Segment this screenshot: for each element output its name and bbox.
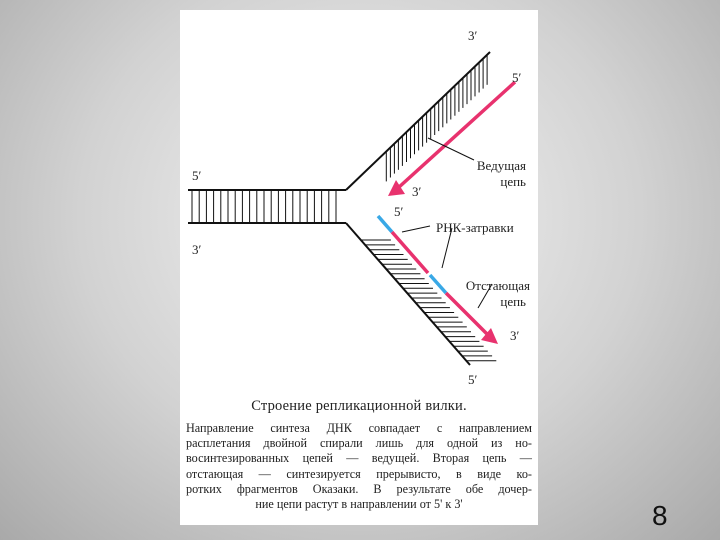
okazaki-fragment-1: [390, 230, 430, 275]
primer-pointer-2: [441, 227, 453, 269]
caption-line: отстающая — синтезируется прерывисто, в …: [186, 466, 532, 481]
leading-pointer: [427, 137, 475, 161]
label-lagging-3prime: 3′: [510, 328, 520, 343]
upper-outer-strand: [345, 51, 491, 191]
caption-title: Строение репликационной вилки.: [251, 398, 467, 414]
lower-base-pairs: [360, 239, 497, 362]
label-lagging-line2: цепь: [500, 294, 526, 309]
label-top-3prime: 3′: [468, 28, 478, 43]
replication-fork-figure: 3′ 5′ 5′ 3′ 3′ 5′ 3′ 5′ Ведущая цепь РНК…: [180, 10, 538, 525]
label-lagging-5prime: 5′: [394, 204, 404, 219]
left-base-pairs: [191, 190, 337, 223]
label-left-3prime: 3′: [192, 242, 202, 257]
replication-fork-diagram: 3′ 5′ 5′ 3′ 3′ 5′ 3′ 5′ Ведущая цепь РНК…: [188, 28, 530, 387]
rna-primer-1: [376, 214, 394, 234]
rna-primer-2: [428, 273, 448, 295]
label-top-5prime: 5′: [512, 70, 522, 85]
lower-outer-strand: [345, 222, 471, 366]
caption-line: ротких фрагментов Оказаки. В результате …: [186, 481, 532, 496]
caption-line: Направление синтеза ДНК совпадает с напр…: [186, 421, 532, 435]
upper-base-pairs: [385, 54, 488, 182]
label-leading-line1: Ведущая: [477, 158, 526, 173]
lagging-strand-arrowhead: [481, 328, 498, 344]
leading-strand-arrowhead: [388, 180, 405, 196]
caption-line: расплетания двойной спирали лишь для одн…: [186, 436, 532, 451]
caption-body: Направление синтеза ДНК совпадает с напр…: [186, 421, 532, 512]
leading-strand: [396, 80, 517, 190]
label-leading-3prime: 3′: [412, 184, 422, 199]
caption-line: ние цепи растут в направлении от 5' к 3': [255, 497, 463, 512]
label-leading-line2: цепь: [500, 174, 526, 189]
page-number: 8: [652, 500, 668, 531]
label-lagging-line1: Отстающая: [466, 278, 530, 293]
lagging-pointer: [477, 283, 493, 309]
label-bottom-5prime: 5′: [468, 372, 478, 387]
label-rna-primers: РНК-затравки: [436, 220, 514, 235]
primer-pointer-1: [401, 225, 431, 233]
okazaki-fragment-2: [444, 291, 490, 337]
figure-caption: Строение репликационной вилки. Направлен…: [180, 398, 538, 512]
label-left-5prime: 5′: [192, 168, 202, 183]
caption-line: восинтезированных цепей — ведущей. Втора…: [186, 451, 532, 466]
